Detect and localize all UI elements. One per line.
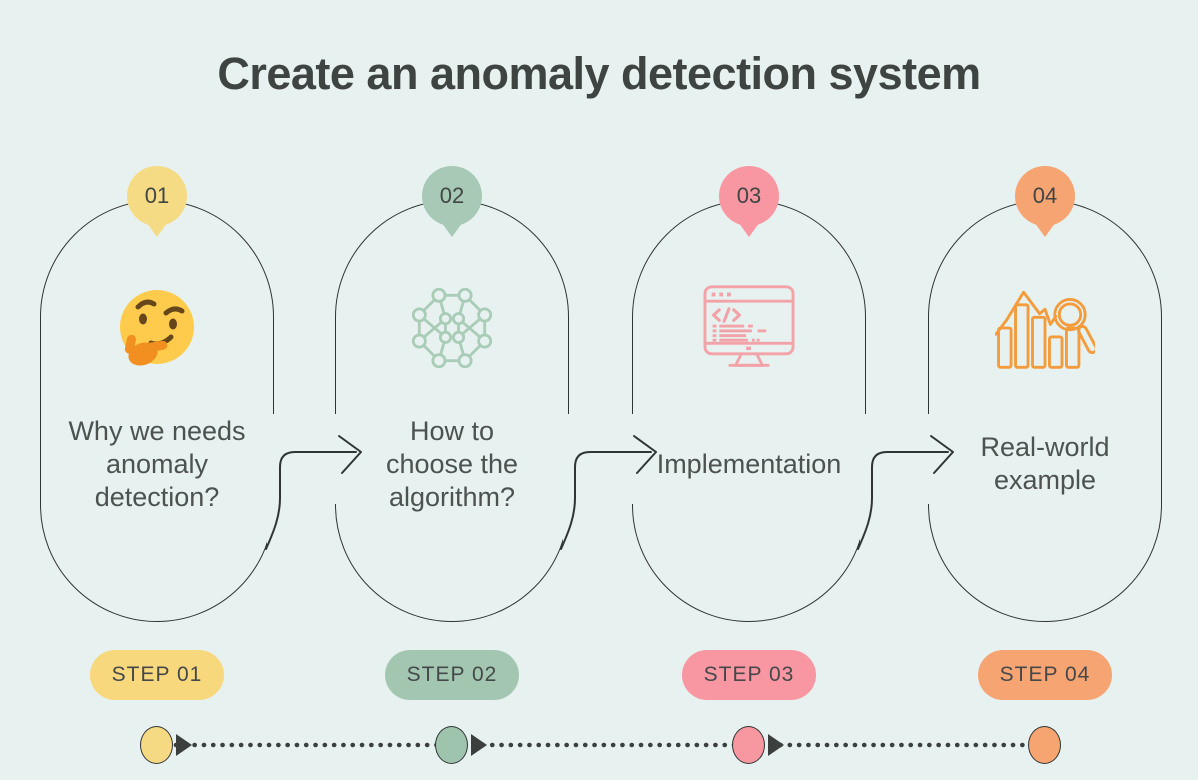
label-line: algorithm? <box>388 481 516 512</box>
label-line: anomaly <box>105 448 209 479</box>
step4-number: 04 <box>1032 183 1058 208</box>
step1-number: 01 <box>144 183 170 208</box>
page-title: Create an anomaly detection system <box>217 48 981 100</box>
timeline-node-2 <box>435 726 468 764</box>
label-line: choose the <box>385 448 519 479</box>
timeline-node-3 <box>732 726 765 764</box>
timeline-arrowhead <box>176 734 192 756</box>
timeline-arrowhead <box>768 734 784 756</box>
timeline <box>173 734 1031 756</box>
label-line: example <box>993 465 1097 495</box>
label-line: Why we needs <box>68 415 246 446</box>
label-line: How to <box>409 415 495 446</box>
step4-badge: STEP 04 <box>978 650 1112 700</box>
step1-badge: STEP 01 <box>90 650 224 700</box>
label-line: Real-world <box>980 432 1110 462</box>
timeline-node-1 <box>140 726 173 764</box>
step1-label: Why we needs anomaly detection? <box>42 408 272 520</box>
step1-pin: 01 <box>127 166 187 226</box>
step2-label: How to choose the algorithm? <box>337 408 567 520</box>
step3-badge: STEP 03 <box>682 650 816 700</box>
code-monitor-icon <box>697 280 801 376</box>
step3-pin: 03 <box>719 166 779 226</box>
step3-label: Implementation <box>634 408 864 520</box>
chart-magnifier-icon <box>993 280 1097 376</box>
step2-badge: STEP 02 <box>385 650 519 700</box>
step4-pin: 04 <box>1015 166 1075 226</box>
step2-pin: 02 <box>422 166 482 226</box>
timeline-node-4 <box>1028 726 1061 764</box>
neural-network-icon <box>400 280 504 376</box>
step3-number: 03 <box>736 183 762 208</box>
thinking-emoji-icon <box>105 280 209 376</box>
step4-label: Real-world example <box>930 408 1160 520</box>
step2-number: 02 <box>439 183 465 208</box>
label-line: detection? <box>94 481 220 512</box>
timeline-arrowhead <box>471 734 487 756</box>
label-line: Implementation <box>656 448 842 479</box>
